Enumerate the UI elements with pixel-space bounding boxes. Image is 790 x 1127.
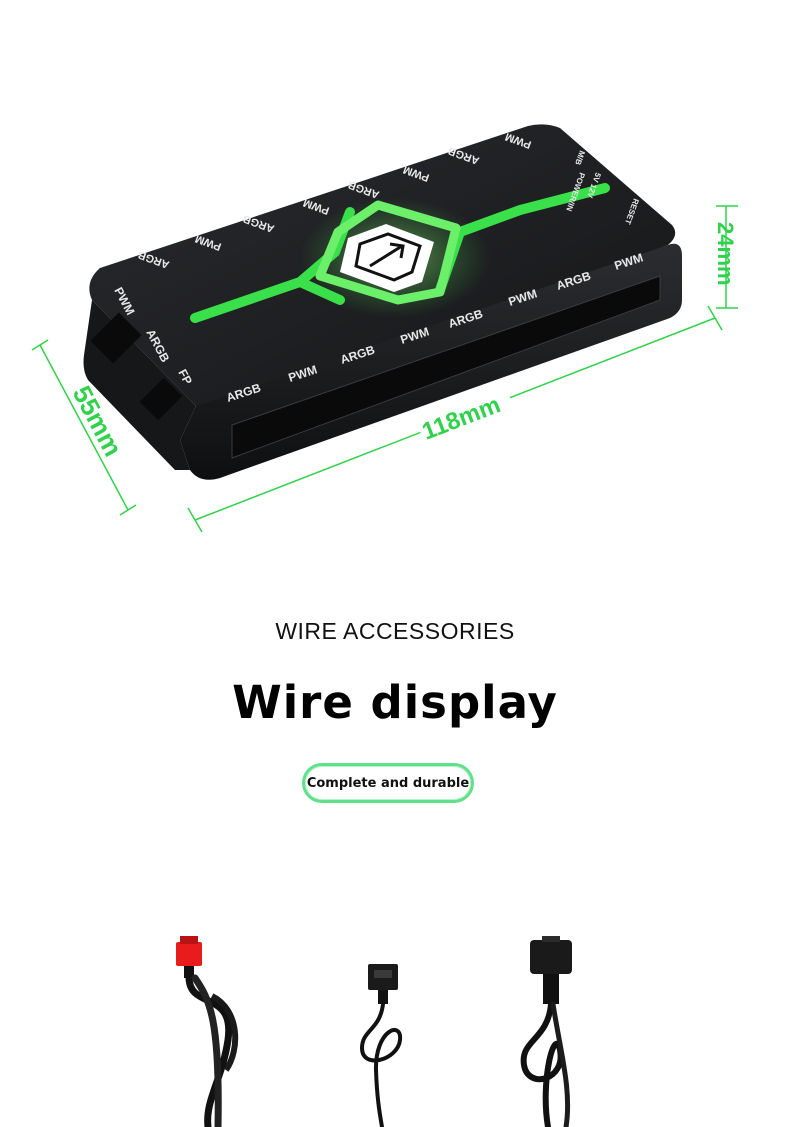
pwm-fan-cable-icon xyxy=(359,964,403,1127)
fp-port xyxy=(139,377,183,421)
dimension-height xyxy=(716,205,738,309)
feature-badge: Complete and durable xyxy=(302,763,474,803)
front-port-strip xyxy=(231,275,661,459)
hub-device-illustration: 55mm 118mm 24mm ARGB PWM ARGB PWM xyxy=(31,124,738,533)
argb-cable-icon xyxy=(520,936,572,1127)
side-label-fp: FP xyxy=(175,367,195,387)
sata-power-cable-icon xyxy=(176,936,239,1127)
dimension-height-label: 24mm xyxy=(713,222,738,286)
logo-icon xyxy=(340,224,434,292)
section-kicker: WIRE ACCESSORIES xyxy=(275,618,515,644)
side-port xyxy=(90,312,142,364)
section-title: Wire display xyxy=(232,676,558,729)
dimension-width xyxy=(31,339,137,516)
cables-illustration xyxy=(176,936,572,1127)
